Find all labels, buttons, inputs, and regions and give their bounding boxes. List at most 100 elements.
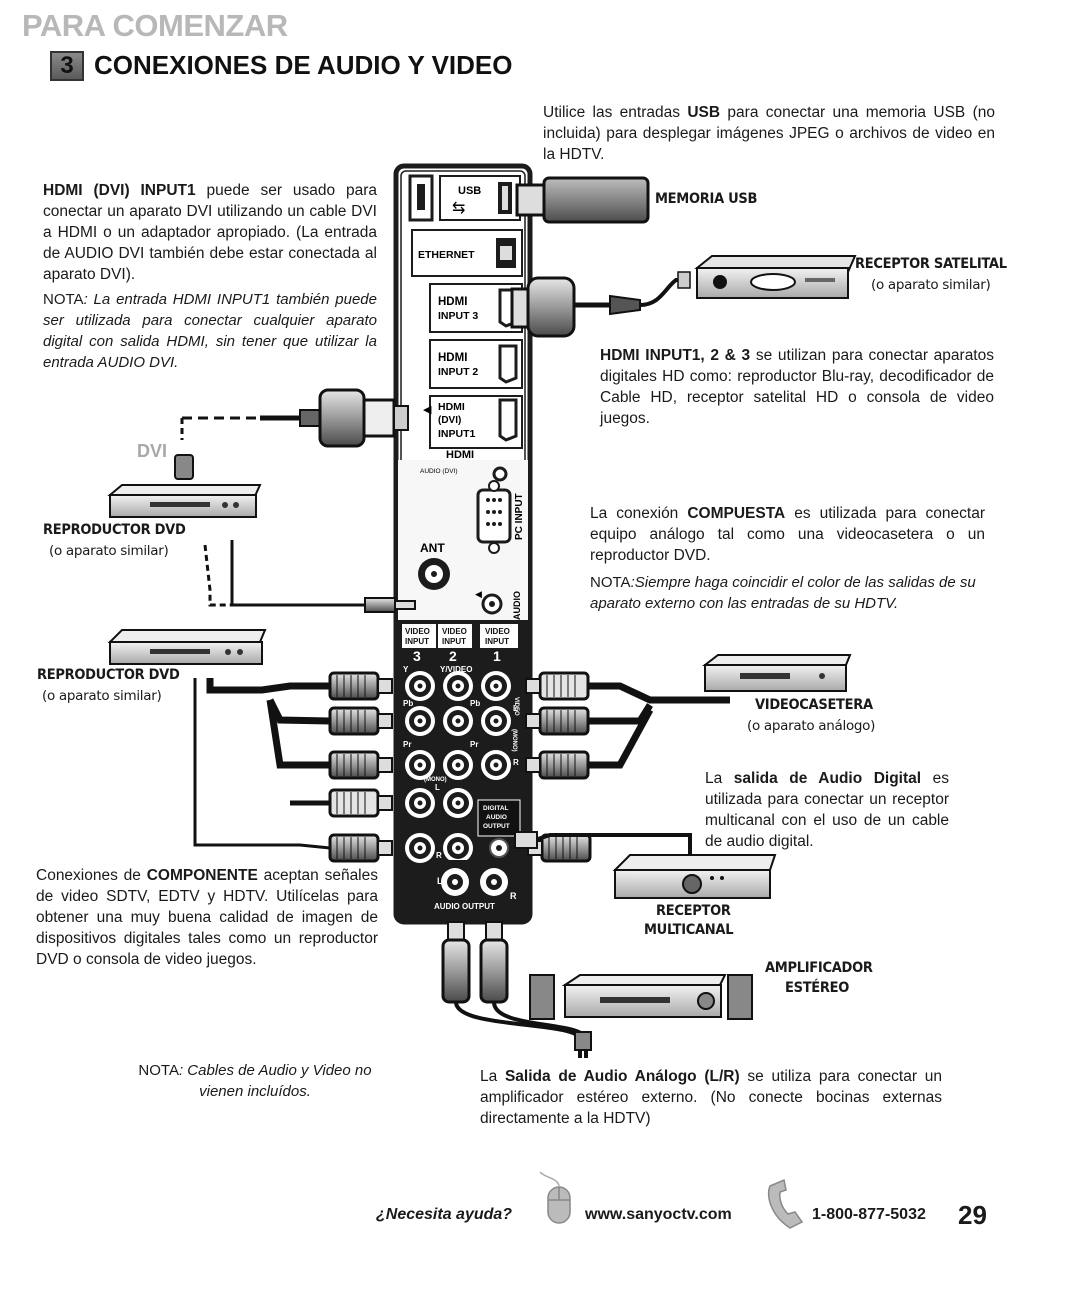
dvd-player-2-sublabel: (o aparato similar) — [42, 688, 162, 704]
satellite-receiver-icon — [694, 255, 857, 299]
rca-plug-icon — [328, 706, 393, 736]
av-jack[interactable] — [481, 706, 511, 736]
svg-text:INPUT: INPUT — [405, 637, 429, 646]
av-jack[interactable] — [405, 706, 435, 736]
pc-input-label: PC INPUT — [514, 493, 525, 540]
mouse-icon — [539, 1171, 571, 1224]
dvd-player-1-sublabel: (o aparato similar) — [49, 543, 169, 559]
audio-dvi-jack[interactable] — [492, 466, 508, 482]
analog-audio-cable — [441, 921, 592, 1058]
svg-text:HDMI: HDMI — [438, 401, 465, 413]
video-input-headers: VIDEO INPUT VIDEO INPUT VIDEO INPUT 3 2 … — [402, 624, 518, 664]
svg-text:Pr: Pr — [470, 740, 478, 749]
stereo-amplifier-icon — [529, 974, 753, 1020]
digital-audio-paragraph: La salida de Audio Digital es utilizada … — [705, 770, 949, 850]
svg-text:INPUT 2: INPUT 2 — [438, 366, 478, 378]
usb-paragraph: Utilice las entradas USB para conectar u… — [543, 104, 995, 163]
svg-text:(DVI): (DVI) — [438, 415, 461, 426]
hdmi-input-3-port[interactable]: HDMI INPUT 3 — [429, 283, 523, 333]
dvi-label: DVI — [137, 441, 168, 461]
svg-text:1: 1 — [493, 648, 501, 664]
rca-plug-icon — [525, 750, 590, 780]
vcr-label: VIDEOCASETERA — [755, 697, 873, 713]
svg-text:VIDEO: VIDEO — [442, 627, 467, 636]
composite-note: NOTA:Siempre haga coincidir el color de … — [590, 574, 976, 612]
svg-text:R: R — [436, 851, 442, 860]
hdmi-paragraph: HDMI INPUT1, 2 & 3 se utilizan para cone… — [600, 347, 994, 427]
page-title: CONEXIONES DE AUDIO Y VIDEO — [94, 50, 513, 80]
rca-plug-icon — [328, 671, 393, 701]
av-jack[interactable] — [443, 706, 473, 736]
ethernet-label: ETHERNET — [418, 249, 475, 261]
amplifier-label-1: AMPLIFICADOR — [765, 960, 873, 976]
hdmi-input-1-port[interactable]: HDMI (DVI) INPUT1 ◀ — [423, 395, 523, 449]
svg-text:Pb: Pb — [470, 699, 480, 708]
av-jacks[interactable] — [405, 671, 511, 863]
multichannel-receiver-icon — [514, 831, 777, 899]
av-jack[interactable] — [443, 788, 473, 818]
digital-audio-output-port[interactable]: DIGITAL AUDIO OUTPUT — [477, 799, 521, 858]
svg-text:L: L — [437, 876, 443, 886]
av-jack[interactable] — [443, 671, 473, 701]
av-jack[interactable] — [405, 750, 435, 780]
svg-text:VIDEO: VIDEO — [485, 627, 510, 636]
website-link[interactable]: www.sanyoctv.com — [585, 1206, 732, 1223]
svg-text:INPUT: INPUT — [442, 637, 466, 646]
svg-text:INPUT 3: INPUT 3 — [438, 310, 478, 322]
audio-arrow-icon: ◀ — [475, 589, 482, 599]
svg-text:VIDEO: VIDEO — [513, 697, 519, 716]
av-jack[interactable] — [405, 788, 435, 818]
rca-plug-icon — [328, 833, 393, 863]
svg-text:3: 3 — [413, 648, 421, 664]
av-jack[interactable] — [443, 750, 473, 780]
vcr-icon — [702, 654, 852, 692]
vcr-sublabel: (o aparato análogo) — [747, 718, 876, 734]
dvd-player-2-icon — [107, 629, 267, 665]
svg-text:2: 2 — [449, 648, 457, 664]
audio-output-jacks[interactable]: L R AUDIO OUTPUT — [430, 860, 520, 912]
jack-labels: Y Y/VIDEO Pb Pb Pr Pr L R (MONO) VIDEO (… — [403, 665, 519, 860]
section-title: PARA COMENZAR — [22, 8, 288, 43]
composite-cables — [525, 671, 730, 863]
svg-text:HDMI: HDMI — [438, 352, 467, 364]
rca-plug-icon — [525, 671, 590, 701]
hdmi-dvi-paragraph: HDMI (DVI) INPUT1 puede ser usado para c… — [43, 182, 377, 283]
receiver-label-2: MULTICANAL — [644, 922, 734, 938]
svg-text:(MONO): (MONO) — [424, 777, 447, 783]
av-jack[interactable] — [405, 671, 435, 701]
hdmi-cable-satellite — [510, 271, 691, 338]
rca-plug-icon — [525, 706, 590, 736]
component-cables — [193, 671, 393, 863]
rca-plug-icon — [328, 750, 393, 780]
help-text: ¿Necesita ayuda? — [376, 1206, 513, 1223]
amplifier-label-2: ESTÉREO — [785, 980, 850, 996]
svg-text:Y/VIDEO: Y/VIDEO — [440, 665, 472, 674]
av-jack[interactable] — [405, 833, 435, 863]
usb-port[interactable]: USB ⇆ — [408, 174, 521, 222]
audio-dvi-label: AUDIO (DVI) — [420, 468, 458, 475]
svg-text:Y: Y — [403, 665, 409, 674]
phone-number: 1-800-877-5032 — [812, 1206, 926, 1223]
dvd-player-2-label: REPRODUCTOR DVD — [37, 667, 180, 683]
av-jack[interactable] — [443, 833, 473, 863]
dvd-1-audio-cable — [203, 540, 416, 613]
av-jack[interactable] — [481, 671, 511, 701]
svg-text:L: L — [435, 783, 440, 792]
hdmi-input-2-port[interactable]: HDMI INPUT 2 — [429, 339, 523, 389]
svg-text:INPUT: INPUT — [485, 637, 509, 646]
satellite-sublabel: (o aparato similar) — [871, 277, 991, 293]
svg-text:DIGITAL: DIGITAL — [483, 805, 509, 812]
ethernet-port[interactable]: ETHERNET — [411, 229, 523, 277]
av-jack[interactable] — [481, 750, 511, 780]
svg-text:R: R — [513, 758, 519, 767]
svg-text:R: R — [510, 891, 517, 901]
svg-text:L: L — [513, 704, 518, 713]
rca-plug-icon — [328, 788, 393, 818]
pc-input-vga-port[interactable]: PC INPUT — [476, 480, 525, 554]
analog-audio-paragraph: La Salida de Audio Análogo (L/R) se util… — [480, 1068, 942, 1127]
antenna-port[interactable]: ANT — [418, 541, 450, 590]
usb-port-label: USB — [458, 185, 481, 197]
pc-audio-jack[interactable]: AUDIO ◀ — [475, 589, 522, 620]
usb-memory-stick-icon — [515, 176, 650, 224]
